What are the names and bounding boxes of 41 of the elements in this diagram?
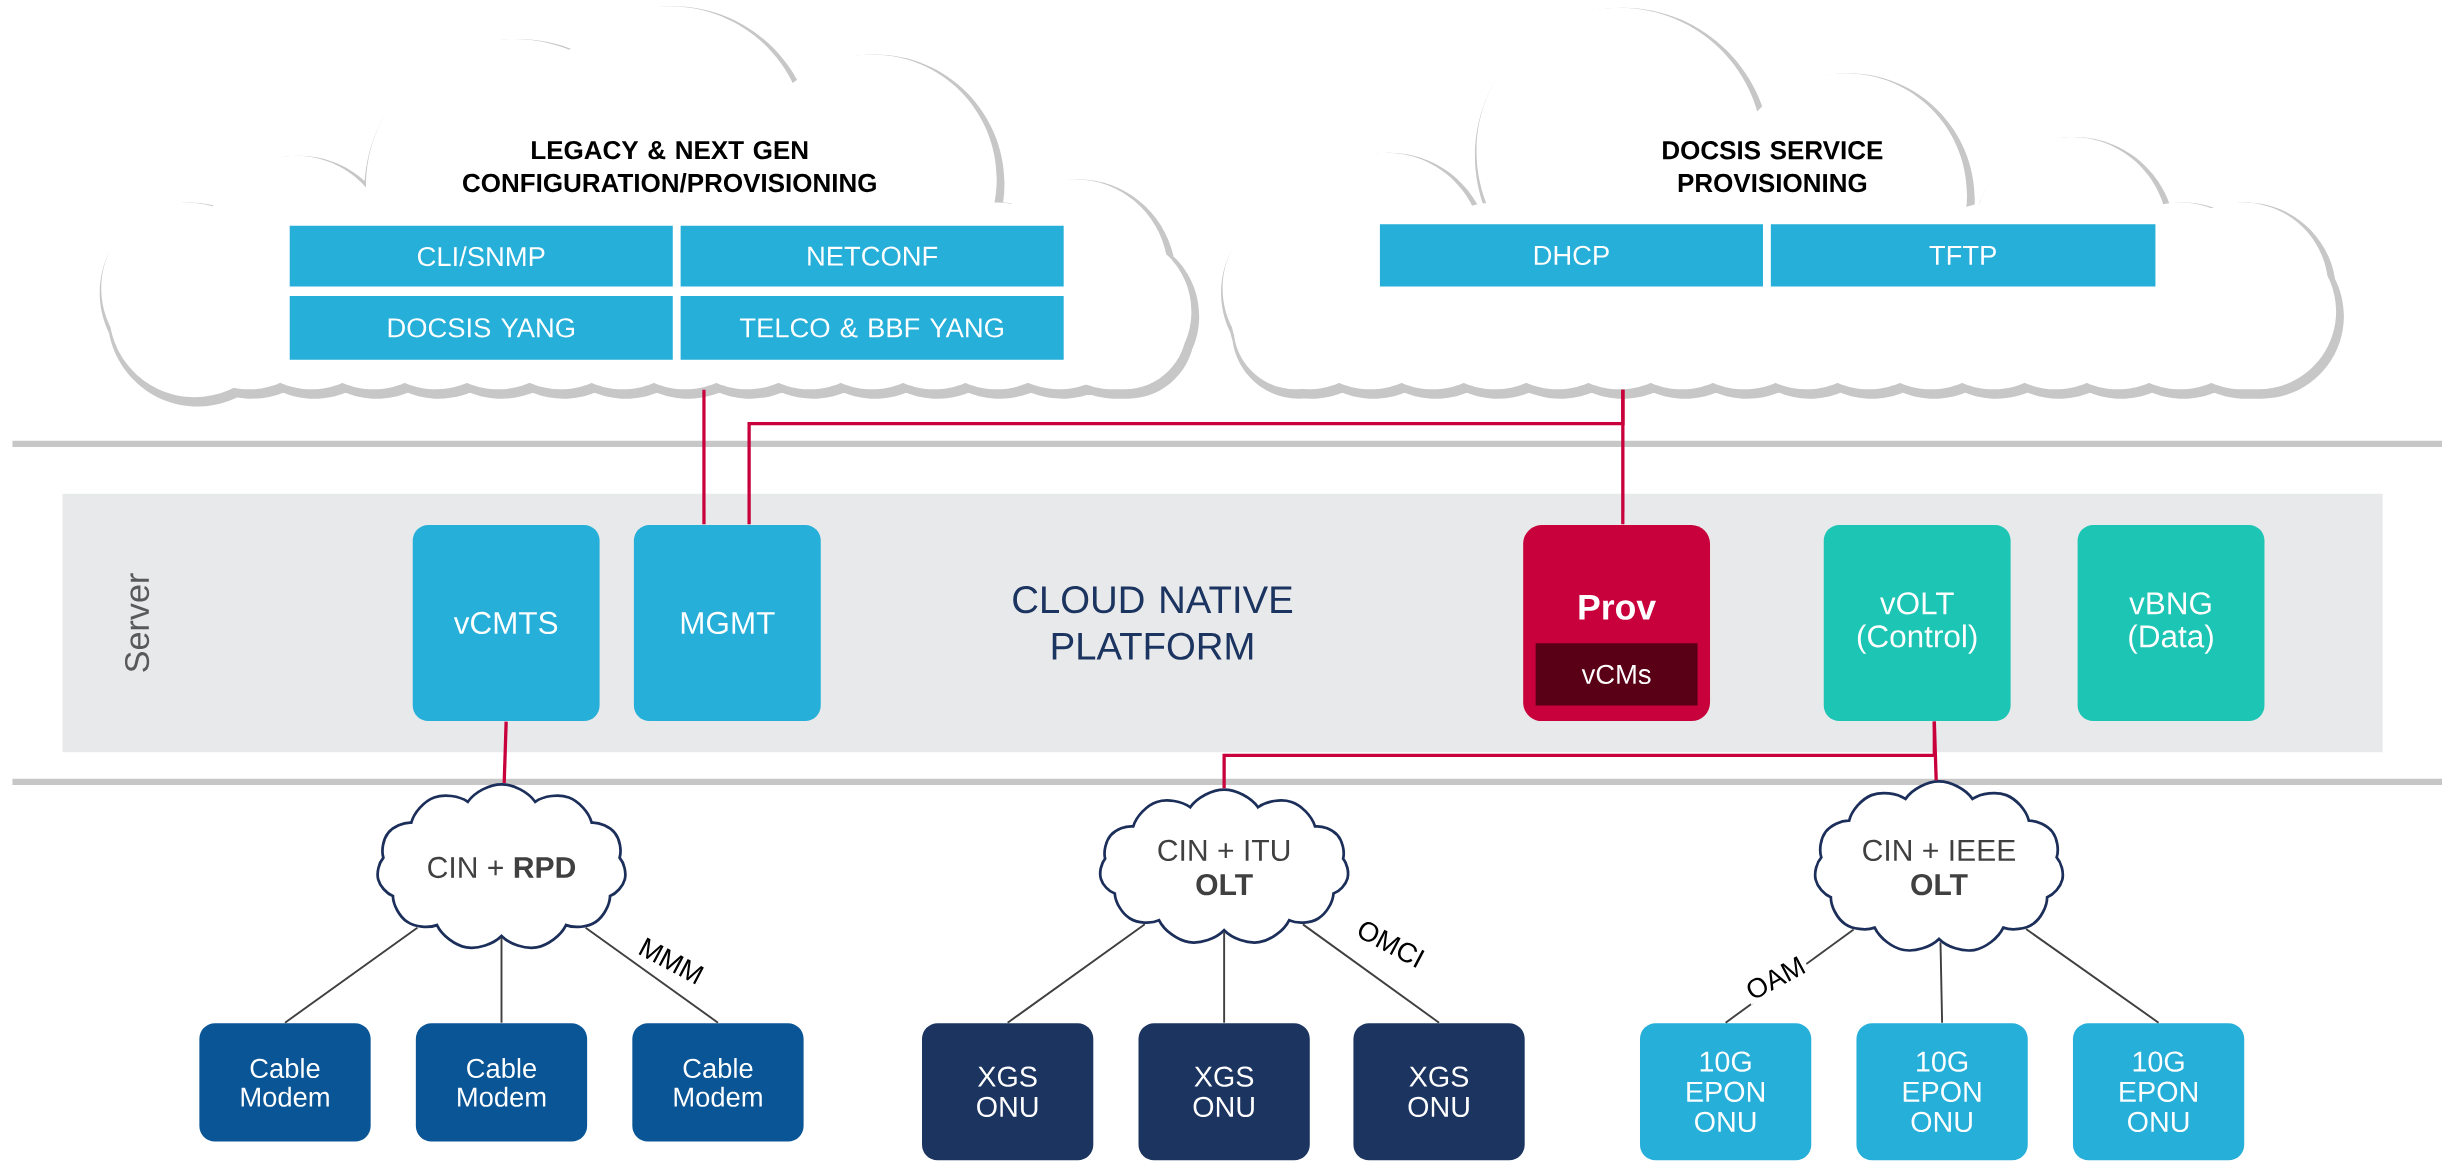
box-title: Prov (1579, 594, 1656, 620)
network-cloud: CIN + ITU OLT (1098, 788, 1350, 944)
connector-line (702, 389, 706, 525)
network-cloud: CIN + IEEE OLT (1813, 779, 2065, 952)
connector-line (502, 721, 508, 783)
service-box: vBNG (Data) (2077, 524, 2265, 721)
label-box: TFTP (1770, 224, 2156, 287)
connector-line (2025, 927, 2160, 1024)
device-box: Cable Modem (199, 1023, 371, 1142)
device-box: XGS ONU (1353, 1023, 1525, 1161)
band-label: Server (124, 573, 150, 672)
device-box: Cable Modem (415, 1023, 588, 1142)
device-box: XGS ONU (1138, 1023, 1310, 1161)
device-box: Cable Modem (632, 1023, 804, 1142)
label-box: TELCO & BBF YANG (680, 295, 1064, 360)
label-box: CLI/SNMP (289, 225, 673, 287)
label-box: DOCSIS YANG (289, 295, 673, 360)
service-box: MGMT (633, 524, 821, 721)
connector-line (1621, 389, 1625, 525)
connector-line (747, 389, 1625, 525)
network-cloud: CIN + RPD (376, 782, 627, 949)
cloud-title: DOCSIS SERVICE PROVISIONING (1663, 140, 1883, 193)
label-box: NETCONF (680, 225, 1064, 287)
cloud-title: LEGACY & NEXT GEN CONFIGURATION/PROVISIONING (463, 140, 876, 193)
connector-line (584, 926, 719, 1024)
service-box: vCMTS (412, 524, 600, 721)
connector-line (284, 926, 419, 1024)
edge-label: OAM (1739, 951, 1812, 1005)
connector-line (1006, 923, 1146, 1024)
device-box: 10G EPON ONU (1640, 1023, 1812, 1161)
service-box: vOLT (Control) (1823, 524, 2011, 721)
label-box: vCMs (1535, 643, 1698, 706)
edge-label: OMCI (1351, 914, 1431, 973)
device-box: 10G EPON ONU (1856, 1023, 2028, 1161)
platform-label: CLOUD NATIVE PLATFORM (1013, 586, 1293, 660)
device-box: XGS ONU (922, 1023, 1094, 1161)
connector-line (1301, 923, 1440, 1024)
connector-line (1932, 721, 1938, 781)
device-box: 10G EPON ONU (2072, 1023, 2245, 1161)
label-box: DHCP (1379, 224, 1763, 287)
connector-line (1939, 941, 1944, 1024)
